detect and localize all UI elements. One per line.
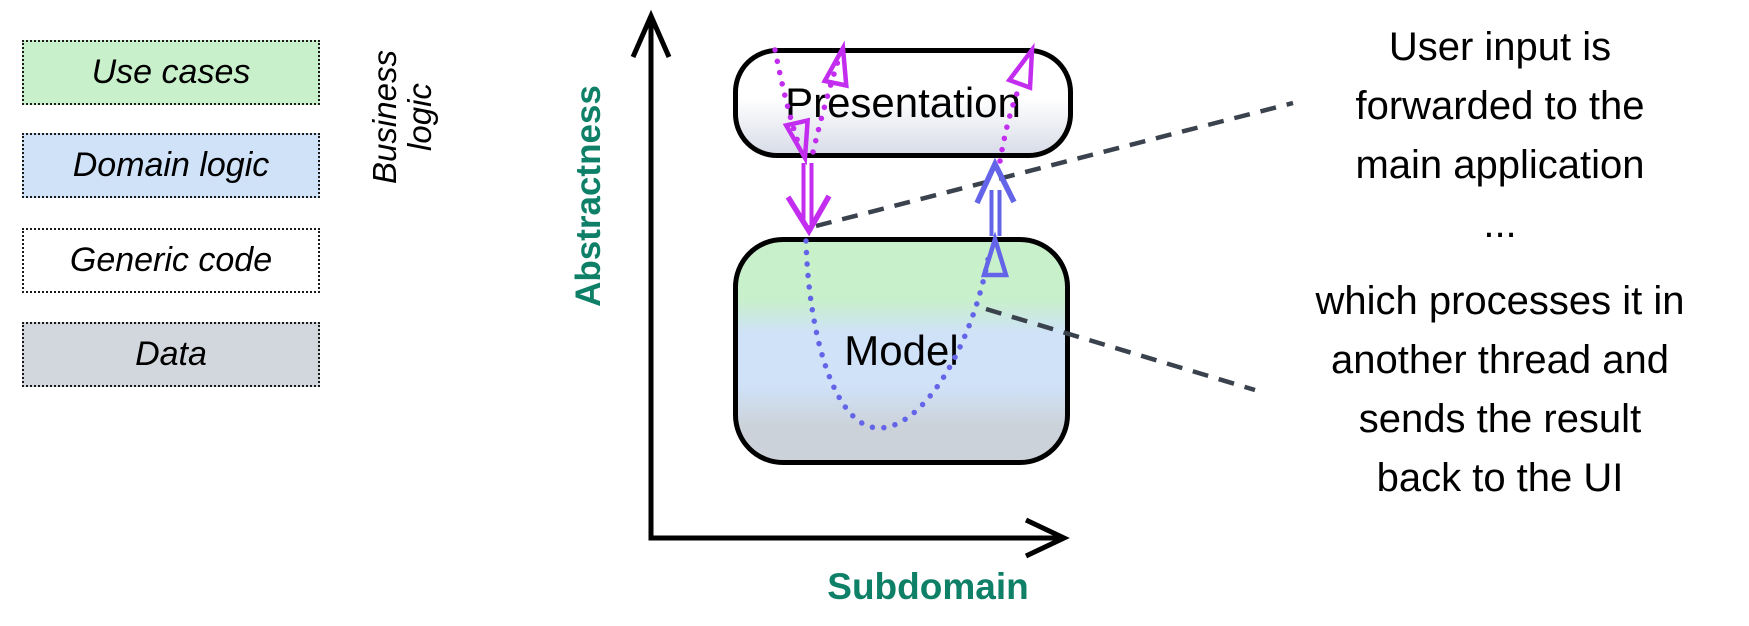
annotation-line: forwarded to the bbox=[1355, 84, 1645, 128]
business-logic-line2: logic bbox=[401, 83, 438, 151]
annotation-line: back to the UI bbox=[1376, 456, 1624, 500]
model-box-label: Model bbox=[844, 327, 959, 374]
legend-item-use-cases: Use cases bbox=[22, 40, 320, 105]
annotation-line: ... bbox=[1483, 202, 1517, 246]
request-arrow-shaft bbox=[801, 163, 814, 224]
legend-item-generic-code-label: Generic code bbox=[69, 241, 273, 279]
model-box: Model bbox=[733, 237, 1070, 465]
presentation-box: Presentation bbox=[733, 48, 1073, 158]
legend-item-use-cases-label: Use cases bbox=[91, 53, 251, 91]
y-axis-label: Abstractness bbox=[569, 85, 608, 307]
annotation-input-forwarded: User input is forwarded to the main appl… bbox=[1255, 18, 1745, 254]
business-logic-label: Business logic bbox=[366, 7, 438, 227]
response-arrowhead-icon bbox=[974, 157, 1017, 205]
annotation-line: sends the result bbox=[1358, 397, 1642, 441]
presentation-box-label: Presentation bbox=[785, 79, 1021, 126]
y-axis-arrowhead-icon bbox=[630, 9, 672, 59]
legend-item-domain-logic: Domain logic bbox=[22, 133, 320, 198]
response-arrow-shaft bbox=[989, 190, 1002, 236]
business-logic-line1: Business bbox=[366, 50, 403, 184]
annotation-line: another thread and bbox=[1330, 338, 1670, 382]
legend-item-data: Data bbox=[22, 322, 320, 387]
annotation-processing-result: which processes it in another thread and… bbox=[1255, 272, 1745, 508]
legend-item-data-label: Data bbox=[135, 335, 207, 373]
annotation-line: main application bbox=[1355, 143, 1645, 187]
x-axis-arrowhead-icon bbox=[1024, 517, 1070, 559]
request-arrowhead-icon bbox=[785, 194, 832, 237]
annotation-line: which processes it in bbox=[1315, 279, 1685, 323]
x-axis-label: Subdomain bbox=[827, 566, 1029, 607]
legend-item-generic-code: Generic code bbox=[22, 228, 320, 293]
legend-item-domain-logic-label: Domain logic bbox=[72, 146, 270, 184]
annotation-line: User input is bbox=[1388, 25, 1612, 69]
